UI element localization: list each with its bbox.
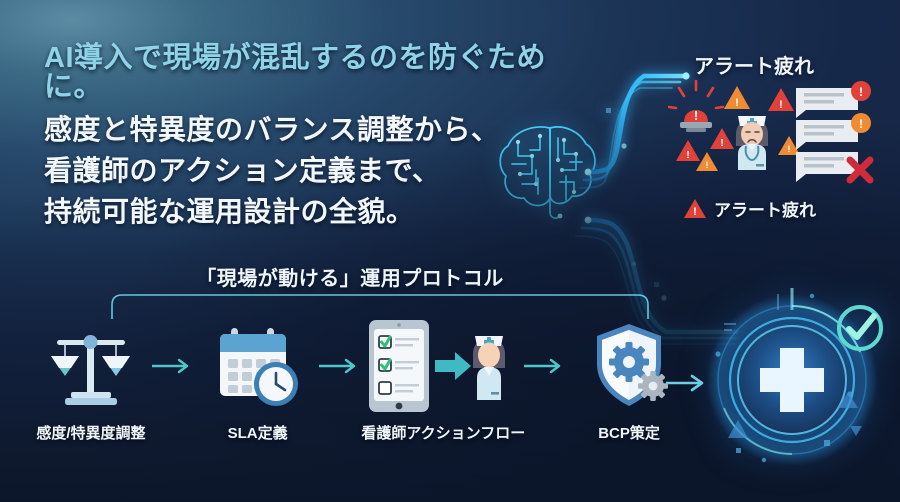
flow-arrow-2	[318, 316, 363, 416]
alert-fatigue-title: アラート疲れ	[694, 56, 814, 78]
circuit-trace-connectors	[560, 50, 810, 370]
notification-bubbles-icon: ! !	[796, 81, 874, 184]
flow-step-label: SLA定義	[227, 425, 288, 442]
headline-line-1: AI導入で現場が混乱するのを防ぐために。	[44, 42, 547, 103]
flow-step-bcp[interactable]: BCP策定	[568, 316, 690, 443]
svg-text:!: !	[706, 160, 709, 170]
alert-fatigue-caption: ! アラート疲れ	[684, 196, 816, 221]
svg-text:!: !	[779, 99, 783, 111]
flow-arrow-3	[523, 316, 568, 416]
svg-text:!: !	[735, 97, 739, 109]
check-circle-icon	[837, 305, 883, 351]
balance-scales-icon	[41, 316, 141, 416]
medical-cross-hero	[700, 288, 896, 484]
alert-fatigue-illustration: ! ! ! ! ! ! !	[667, 78, 894, 190]
warning-triangle-icon: !	[684, 198, 706, 218]
flow-arrow-inner	[435, 352, 472, 380]
siren-icon: !	[667, 79, 725, 132]
headline-line-4: 持続可能な運用設計の全貌。	[44, 196, 415, 227]
ai-circuit-brain-icon	[492, 116, 612, 224]
shield-gears-icon	[579, 316, 679, 416]
flow-arrow-1	[152, 316, 197, 416]
flow-step-sla[interactable]: SLA定義	[197, 316, 319, 443]
protocol-bracket	[110, 293, 650, 319]
close-icon	[846, 156, 874, 184]
calendar-clock-icon	[208, 316, 308, 416]
svg-text:!: !	[859, 85, 863, 99]
flow-step-label: BCP策定	[598, 425, 660, 442]
svg-text:!: !	[686, 150, 689, 161]
flow-step-label: 感度/特異度調整	[36, 425, 146, 442]
tired-nurse-icon	[736, 116, 768, 170]
medical-cross-icon	[760, 348, 824, 412]
svg-text:!: !	[788, 144, 791, 154]
tablet-checklist-nurse-icon	[363, 316, 523, 416]
warning-triangle-icons: ! ! ! ! ! !	[676, 86, 800, 171]
headline-line-2: 感度と特異度のバランス調整から、	[44, 114, 500, 145]
flow-step-sensitivity[interactable]: 感度/特異度調整	[30, 316, 152, 443]
alert-fatigue-caption-label: アラート疲れ	[714, 201, 816, 220]
gear-icon-secondary	[638, 371, 669, 401]
process-flow: 感度/特異度調整	[30, 316, 690, 466]
svg-text:!: !	[720, 138, 723, 149]
flow-step-label: 看護師アクションフロー	[361, 425, 526, 442]
protocol-title: 「現場が動ける」運用プロトコル	[196, 268, 504, 290]
headline-line-3: 看護師のアクション定義まで、	[44, 155, 441, 186]
flow-step-nurse-action[interactable]: 看護師アクションフロー	[361, 316, 526, 443]
flow-arrow-to-hero	[664, 372, 710, 394]
svg-text:!: !	[859, 117, 863, 131]
svg-text:!: !	[694, 108, 698, 123]
headline-block: AI導入で現場が混乱するのを防ぐために。 感度と特異度のバランス調整から、 看護…	[44, 44, 604, 239]
svg-text:!: !	[693, 206, 697, 218]
